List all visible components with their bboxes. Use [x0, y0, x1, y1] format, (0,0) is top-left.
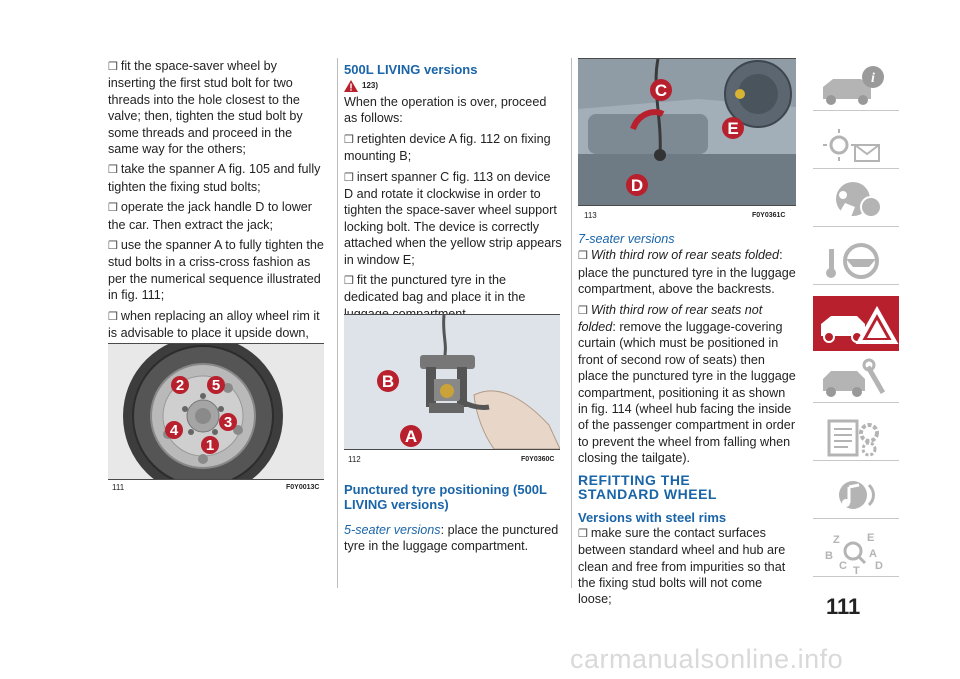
column-divider [337, 58, 338, 588]
body-paragraph: 5-seater versions: place the punctured t… [344, 523, 559, 554]
page-number: 111 [826, 594, 861, 619]
intro-paragraph: When the operation is over, proceed as f… [344, 95, 547, 126]
part-label: B [382, 372, 394, 391]
svg-text:i: i [871, 71, 875, 86]
section-heading: Punctured tyre positioning (500L LIVING … [344, 482, 547, 512]
warning-lights-icon [823, 129, 880, 162]
figure-112-device: B A [344, 314, 560, 450]
car-info-icon: i [823, 66, 884, 105]
emergency-icon [821, 305, 899, 344]
bolt-label: 2 [176, 377, 184, 394]
part-label: C [655, 81, 667, 100]
maintenance-icon [823, 358, 886, 397]
step-paragraph: ❒With third row of rear seats not folded… [578, 302, 796, 466]
figure-number: 111 [112, 483, 125, 492]
tab-car-info[interactable]: i [813, 63, 899, 111]
figure-code: F0Y0013C [286, 484, 320, 491]
tab-emergency[interactable] [813, 296, 899, 351]
column-1: ❒fit the space-saver wheel by inserting … [108, 58, 326, 362]
tab-maintenance[interactable] [813, 355, 899, 403]
figure-code: F0Y0361C [752, 212, 786, 219]
index-icon: Z E B A C D T [825, 532, 883, 577]
tab-technical-data[interactable] [813, 413, 899, 461]
index-letter: B [825, 550, 833, 562]
part-label: A [405, 427, 417, 446]
warning-triangle-icon [344, 80, 358, 92]
part-label: E [727, 119, 738, 138]
tab-safety[interactable] [813, 179, 899, 227]
step-paragraph: ❒retighten device A fig. 112 on fixing m… [344, 131, 551, 164]
subheading-italic: 7-seater versions [578, 232, 675, 246]
step-paragraph: ❒make sure the contact surfaces between … [578, 525, 786, 607]
part-label: D [631, 176, 643, 195]
step-paragraph: ❒With third row of rear seats folded: pl… [578, 248, 796, 297]
section-heading: 500L LIVING versions [344, 62, 478, 77]
steering-wheel-icon [826, 243, 879, 279]
fixing-device-illustration: B A [344, 315, 560, 449]
column-2: 500L LIVING versions 123) When the opera… [344, 62, 562, 326]
index-letter: A [869, 548, 877, 560]
section-heading: REFITTING THE STANDARD WHEEL [578, 471, 717, 502]
figure-111-wheel: 1 2 3 4 5 [108, 343, 324, 480]
tab-multimedia[interactable] [813, 471, 899, 519]
bolt-label: 3 [224, 414, 232, 431]
index-letter: C [839, 560, 847, 572]
bolt-label: 5 [212, 377, 220, 394]
index-letter: Z [833, 534, 840, 546]
step-paragraph: ❒insert spanner C fig. 113 on device D a… [344, 169, 562, 267]
index-letter: E [867, 532, 874, 544]
seat-safety-icon [836, 182, 882, 218]
tab-index[interactable]: Z E B A C D T [813, 529, 899, 577]
tab-driving[interactable] [813, 237, 899, 285]
figure-113-spanner: C E D [578, 58, 796, 206]
figure-number: 113 [584, 211, 597, 220]
step-paragraph: ❒fit the punctured tyre in the dedicated… [344, 273, 526, 321]
column-3: 7-seater versions ❒With third row of rea… [578, 231, 798, 612]
watermark: carmanualsonline.info [570, 644, 844, 674]
technical-data-icon [827, 419, 879, 457]
column-divider [571, 58, 572, 588]
step-paragraph: ❒operate the jack handle D to lower the … [108, 200, 312, 232]
warning-ref-number: 123) [362, 81, 379, 90]
figure-number: 112 [348, 455, 361, 464]
figure-code: F0Y0360C [521, 456, 555, 463]
warning-reference: 123) [344, 80, 562, 94]
index-letter: T [853, 565, 860, 576]
tab-warning-lights[interactable] [813, 121, 899, 169]
step-paragraph: ❒fit the space-saver wheel by inserting … [108, 59, 303, 157]
step-paragraph: ❒take the spanner A fig. 105 and fully t… [108, 162, 321, 194]
column-2-lower: Punctured tyre positioning (500L LIVING … [344, 482, 562, 559]
multimedia-icon [839, 481, 875, 509]
bolt-label: 1 [206, 437, 214, 454]
spanner-device-illustration: C E D [578, 59, 796, 205]
index-letter: D [875, 560, 883, 572]
step-paragraph: ❒use the spanner A to fully tighten the … [108, 238, 324, 303]
wheel-bolt-sequence-illustration: 1 2 3 4 5 [108, 344, 324, 479]
sub-heading: Versions with steel rims [578, 509, 727, 525]
bolt-label: 4 [170, 422, 179, 439]
